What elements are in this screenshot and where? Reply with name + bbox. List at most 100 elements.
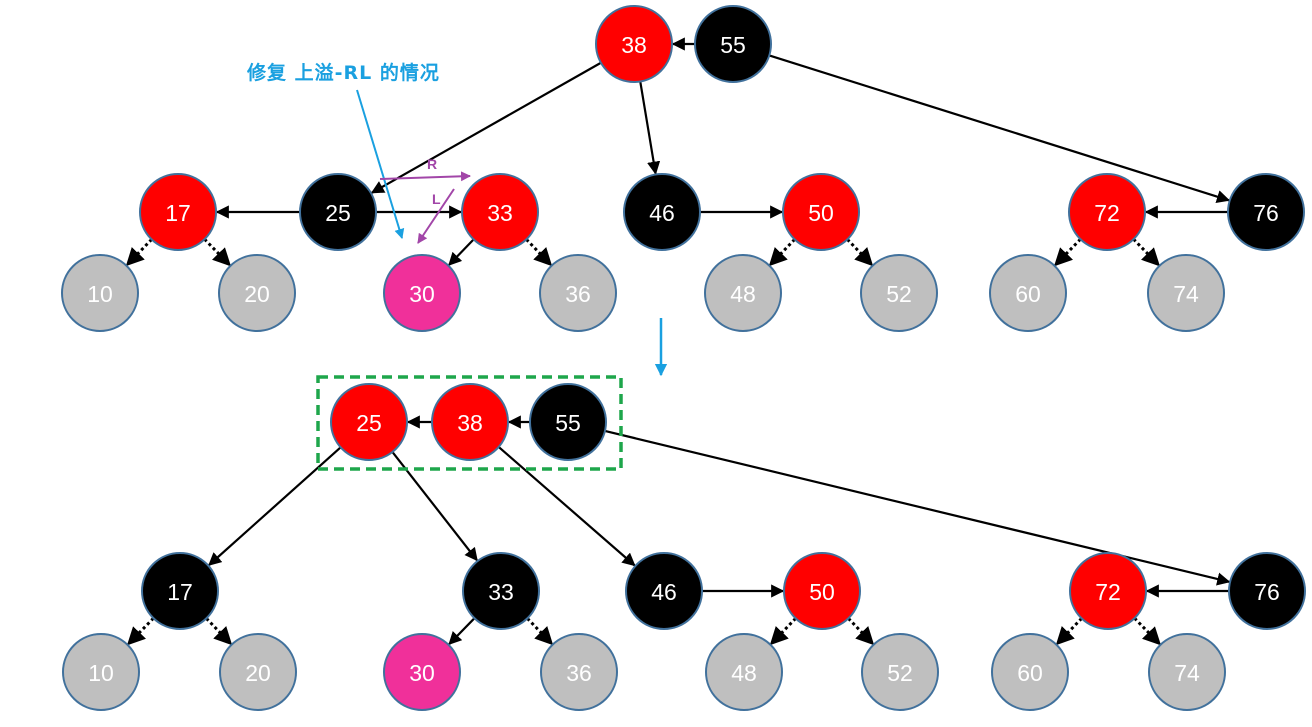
node-value: 36 [566, 660, 592, 686]
node-circle [218, 254, 296, 332]
before-node-30: 30 [383, 254, 461, 332]
edge-b33-b36 [525, 238, 553, 267]
after-node-33: 33 [462, 552, 540, 630]
before-node-46: 46 [623, 173, 701, 251]
node-value: 30 [409, 660, 435, 686]
node-circle [219, 633, 297, 711]
after-node-74: 74 [1148, 633, 1226, 711]
node-circle [462, 552, 540, 630]
node-circle [383, 633, 461, 711]
before-node-25: 25 [299, 173, 377, 251]
node-circle [625, 552, 703, 630]
node-value: 36 [565, 281, 591, 307]
edge-b72-b60 [1053, 238, 1082, 267]
node-value: 60 [1015, 281, 1041, 307]
node-circle [1227, 173, 1305, 251]
node-circle [694, 5, 772, 83]
node-value: 46 [649, 200, 675, 226]
node-circle [139, 173, 217, 251]
node-circle [989, 254, 1067, 332]
caption-pointer-arrow [356, 89, 405, 239]
after-node-55: 55 [529, 383, 607, 461]
node-value: 25 [356, 410, 382, 436]
node-circle [62, 633, 140, 711]
after-node-38: 38 [431, 383, 509, 461]
edge-b55-b76 [768, 54, 1231, 203]
node-value: 33 [487, 200, 513, 226]
node-value: 76 [1254, 579, 1280, 605]
before-node-52: 52 [860, 254, 938, 332]
node-circle [330, 383, 408, 461]
node-value: 74 [1174, 660, 1200, 686]
node-circle [540, 633, 618, 711]
node-value: 55 [555, 410, 581, 436]
node-circle [991, 633, 1069, 711]
rotate-right-label: R [427, 156, 437, 172]
node-value: 20 [244, 281, 270, 307]
edge-a17-a20 [205, 617, 233, 646]
node-value: 38 [457, 410, 483, 436]
rotate-left-arrow [417, 188, 455, 244]
edge-b33-b30 [448, 238, 475, 266]
node-circle [595, 5, 673, 83]
after-node-25: 25 [330, 383, 408, 461]
node-value: 17 [167, 579, 193, 605]
node-value: 20 [245, 660, 271, 686]
node-value: 60 [1017, 660, 1043, 686]
node-circle [1148, 633, 1226, 711]
edge-a55-a76 [604, 429, 1231, 586]
node-value: 72 [1095, 579, 1121, 605]
node-value: 74 [1173, 281, 1199, 307]
after-node-17: 17 [141, 552, 219, 630]
node-circle [623, 173, 701, 251]
node-circle [783, 552, 861, 630]
node-circle [529, 383, 607, 461]
edge-a33-a36 [526, 617, 554, 646]
before-node-72: 72 [1068, 173, 1146, 251]
node-circle [1069, 552, 1147, 630]
node-circle [860, 254, 938, 332]
edge-b50-b48 [768, 238, 796, 267]
edge-b38-b25 [370, 61, 602, 194]
before-node-74: 74 [1147, 254, 1225, 332]
caption-text: 修复 上溢-RL 的情况 [246, 61, 440, 84]
after-node-20: 20 [219, 633, 297, 711]
edge-b38-b46 [639, 81, 661, 175]
before-node-60: 60 [989, 254, 1067, 332]
node-value: 10 [87, 281, 113, 307]
node-circle [1147, 254, 1225, 332]
after-node-52: 52 [861, 633, 939, 711]
after-node-50: 50 [783, 552, 861, 630]
node-value: 10 [88, 660, 114, 686]
before-node-36: 36 [539, 254, 617, 332]
edges-layer [125, 37, 1231, 646]
edge-a38-a46 [497, 446, 636, 567]
after-node-72: 72 [1069, 552, 1147, 630]
before-node-17: 17 [139, 173, 217, 251]
before-node-20: 20 [218, 254, 296, 332]
node-circle [61, 254, 139, 332]
edge-a50-a52 [847, 617, 875, 646]
after-node-46: 46 [625, 552, 703, 630]
node-value: 17 [165, 200, 191, 226]
before-node-48: 48 [704, 254, 782, 332]
rotate-right-arrow [379, 171, 471, 182]
node-circle [782, 173, 860, 251]
before-node-50: 50 [782, 173, 860, 251]
node-circle [704, 254, 782, 332]
edge-b17-b20 [203, 238, 232, 267]
after-node-60: 60 [991, 633, 1069, 711]
before-node-76: 76 [1227, 173, 1305, 251]
node-circle [1068, 173, 1146, 251]
edge-a72-a74 [1133, 617, 1162, 646]
edge-b17-b10 [125, 238, 153, 267]
edge-a50-a48 [769, 617, 797, 646]
after-node-76: 76 [1228, 552, 1306, 630]
node-value: 46 [651, 579, 677, 605]
node-value: 48 [731, 660, 757, 686]
node-value: 30 [409, 281, 435, 307]
rotate-left-label: L [432, 191, 441, 207]
edge-a25-a17 [208, 446, 342, 566]
after-node-36: 36 [540, 633, 618, 711]
